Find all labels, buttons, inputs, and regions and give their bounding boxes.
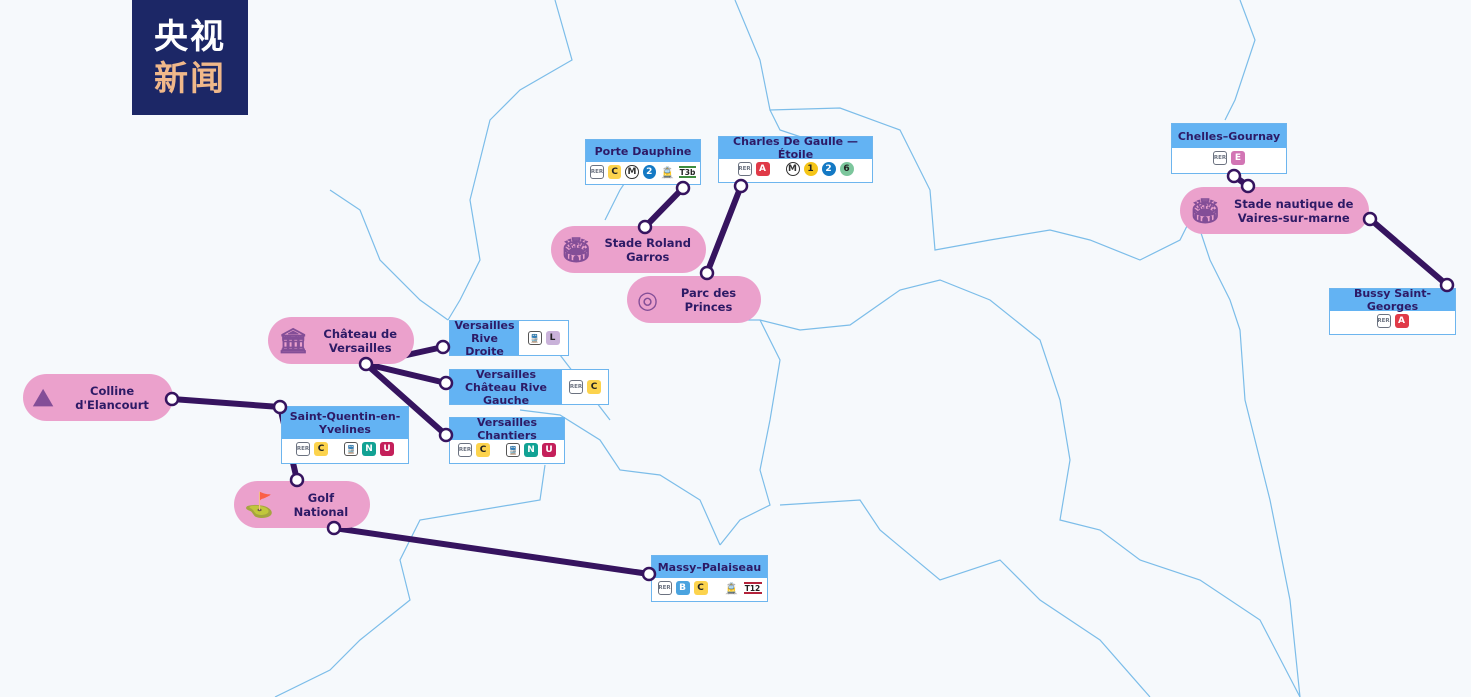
venue-colline-d-elancourt[interactable]: ⛰ Colline d'Elancourt (23, 374, 173, 421)
route-versailles-rive-gauche (363, 361, 449, 386)
rer-icon: RER (569, 380, 583, 394)
route-versailles-chantiers (363, 361, 449, 438)
line-badge: U (380, 442, 394, 456)
golf-icon: ⛳ (244, 490, 274, 519)
station-name: Versailles Château Rive Gauche (450, 368, 562, 407)
metro-line-badge: 6 (839, 162, 854, 176)
train-icon: 🚆 (344, 442, 358, 456)
line-badge: C (587, 380, 601, 394)
metro-line-badge: 2 (821, 162, 836, 176)
line-badge: C (693, 581, 708, 595)
venue-parc-des-princes[interactable]: ◎ Parc des Princes (627, 276, 761, 323)
transit-lines: 🚆L (519, 321, 568, 355)
department-boundaries (274, 0, 1301, 697)
rer-icon: RER (737, 162, 752, 176)
venue-chateau-de-versailles[interactable]: 🏛 Château de Versailles (268, 317, 414, 364)
line-badge: N (362, 442, 376, 456)
line-badge: C (314, 442, 328, 456)
rer-icon: RER (657, 581, 672, 595)
stadium-icon: ◎ (637, 285, 658, 314)
rer-icon: RER (458, 443, 472, 457)
train-icon: 🚆 (527, 331, 542, 345)
route-golf-massy (331, 525, 652, 577)
metro-line-badge: 2 (642, 165, 656, 179)
station-name: Charles De Gaulle — Étoile (719, 135, 872, 161)
station-name: Saint-Quentin-en-Yvelines (282, 407, 408, 439)
route-porte-dauphine-roland-garros (642, 185, 686, 230)
station-name: Bussy Saint-Georges (1330, 287, 1455, 313)
station-name: Versailles Rive Droite (450, 319, 519, 358)
venue-golf-national[interactable]: ⛳ Golf National (234, 481, 370, 528)
metro-line-badge: 1 (803, 162, 818, 176)
venue-name: Stade nautique de Vaires-sur-marne (1234, 196, 1354, 225)
stadium-icon: 🏟 (561, 235, 592, 264)
cctv-news-logo: 央视 新闻 (132, 0, 248, 115)
venue-name: Château de Versailles (323, 326, 398, 355)
tram-line-badge: T12 (743, 582, 762, 594)
line-badge: L (545, 331, 560, 345)
rer-icon: RER (590, 165, 604, 179)
venue-name: Stade Roland Garros (604, 235, 691, 264)
line-badge: B (675, 581, 690, 595)
station-name: Versailles Chantiers (450, 416, 564, 442)
route-vaires-bussy (1367, 216, 1450, 288)
line-badge: A (755, 162, 770, 176)
tram-icon: 🚊 (724, 581, 739, 595)
route-chelles-vaires (1231, 173, 1251, 189)
train-icon: 🚆 (506, 443, 520, 457)
venue-name: Colline d'Elancourt (75, 383, 149, 412)
route-cdg-etoile-parc-des-princes (704, 183, 744, 276)
rer-icon: RER (296, 442, 310, 456)
metro-icon: M (625, 165, 639, 179)
line-badge: A (1394, 314, 1409, 328)
venue-name: Golf National (293, 490, 349, 519)
venue-stade-roland-garros[interactable]: 🏟 Stade Roland Garros (551, 226, 706, 273)
line-badge: U (542, 443, 556, 457)
metro-icon: M (785, 162, 800, 176)
rer-icon: RER (1376, 314, 1391, 328)
line-badge: C (608, 165, 622, 179)
station-versailles-rive-droite[interactable]: Versailles Rive Droite🚆L (449, 319, 569, 358)
transit-lines: RER C (562, 370, 608, 404)
route-elancourt-sqy (169, 396, 283, 410)
palace-icon: 🏛 (278, 326, 309, 355)
station-name: Porte Dauphine (586, 140, 700, 162)
rer-icon: RER (1213, 151, 1227, 165)
line-badge: C (476, 443, 490, 457)
hill-icon: ⛰ (33, 383, 54, 412)
station-name: Massy–Palaiseau (652, 556, 767, 578)
tram-icon: 🚊 (660, 165, 675, 179)
venue-name: Parc des Princes (680, 285, 737, 314)
nautical-stadium-icon: 🏟 (1190, 196, 1221, 225)
line-badge: N (524, 443, 538, 457)
station-versailles-chateau-rive-gauche[interactable]: Versailles Château Rive Gauche RER C (449, 368, 609, 407)
tram-line-badge: T3b (678, 166, 697, 178)
line-badge: E (1231, 151, 1245, 165)
station-name: Chelles–Gournay (1172, 124, 1286, 148)
transit-lines: RER E (1172, 148, 1286, 168)
venue-stade-nautique-vaires[interactable]: 🏟 Stade nautique de Vaires-sur-marne (1180, 187, 1369, 234)
